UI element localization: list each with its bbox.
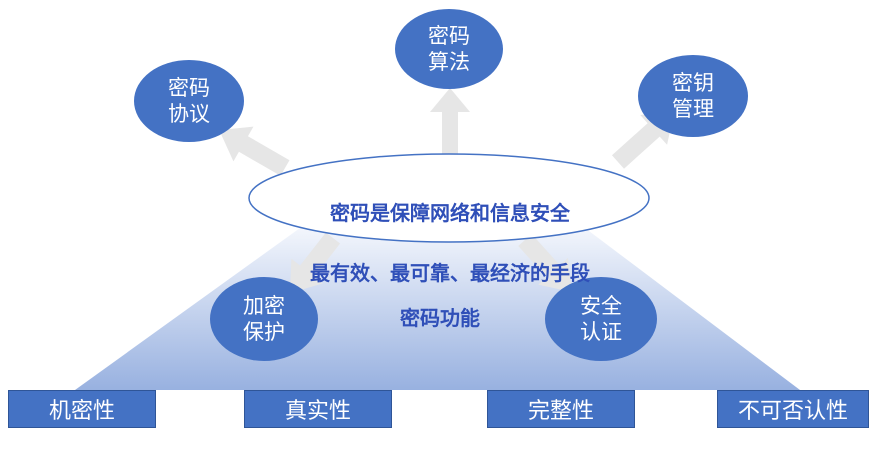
node-key-management-label: 密钥 管理	[672, 71, 714, 121]
arrow-to-encryption	[289, 232, 341, 294]
node-algorithm-label: 密码 算法	[428, 24, 470, 74]
arrow-to-protocol	[219, 126, 290, 176]
property-box-authenticity: 真实性	[244, 390, 392, 428]
arrow-to-authentication	[518, 233, 572, 293]
function-label: 密码功能	[400, 306, 480, 330]
center-text: 密码是保障网络和信息安全 最有效、最可靠、最经济的手段	[270, 168, 630, 285]
node-circle-authentication	[545, 277, 657, 361]
property-box-non-repudiation: 不可否认性	[717, 390, 869, 428]
node-circle-algorithm	[395, 9, 503, 89]
center-ellipse	[248, 153, 650, 243]
node-circle-key-management	[638, 55, 748, 137]
node-protocol-label: 密码 协议	[168, 76, 210, 126]
node-circle-encryption	[210, 277, 318, 361]
property-box-integrity: 完整性	[487, 390, 635, 428]
center-text-line2: 最有效、最可靠、最经济的手段	[310, 261, 590, 285]
node-authentication-label: 安全 认证	[580, 294, 622, 344]
property-box-confidentiality: 机密性	[8, 390, 156, 428]
node-circle-protocol	[134, 60, 244, 142]
center-text-line1: 密码是保障网络和信息安全	[330, 201, 570, 225]
node-encryption-label: 加密 保护	[243, 294, 285, 344]
arrow-up-to-algorithm	[430, 88, 470, 168]
